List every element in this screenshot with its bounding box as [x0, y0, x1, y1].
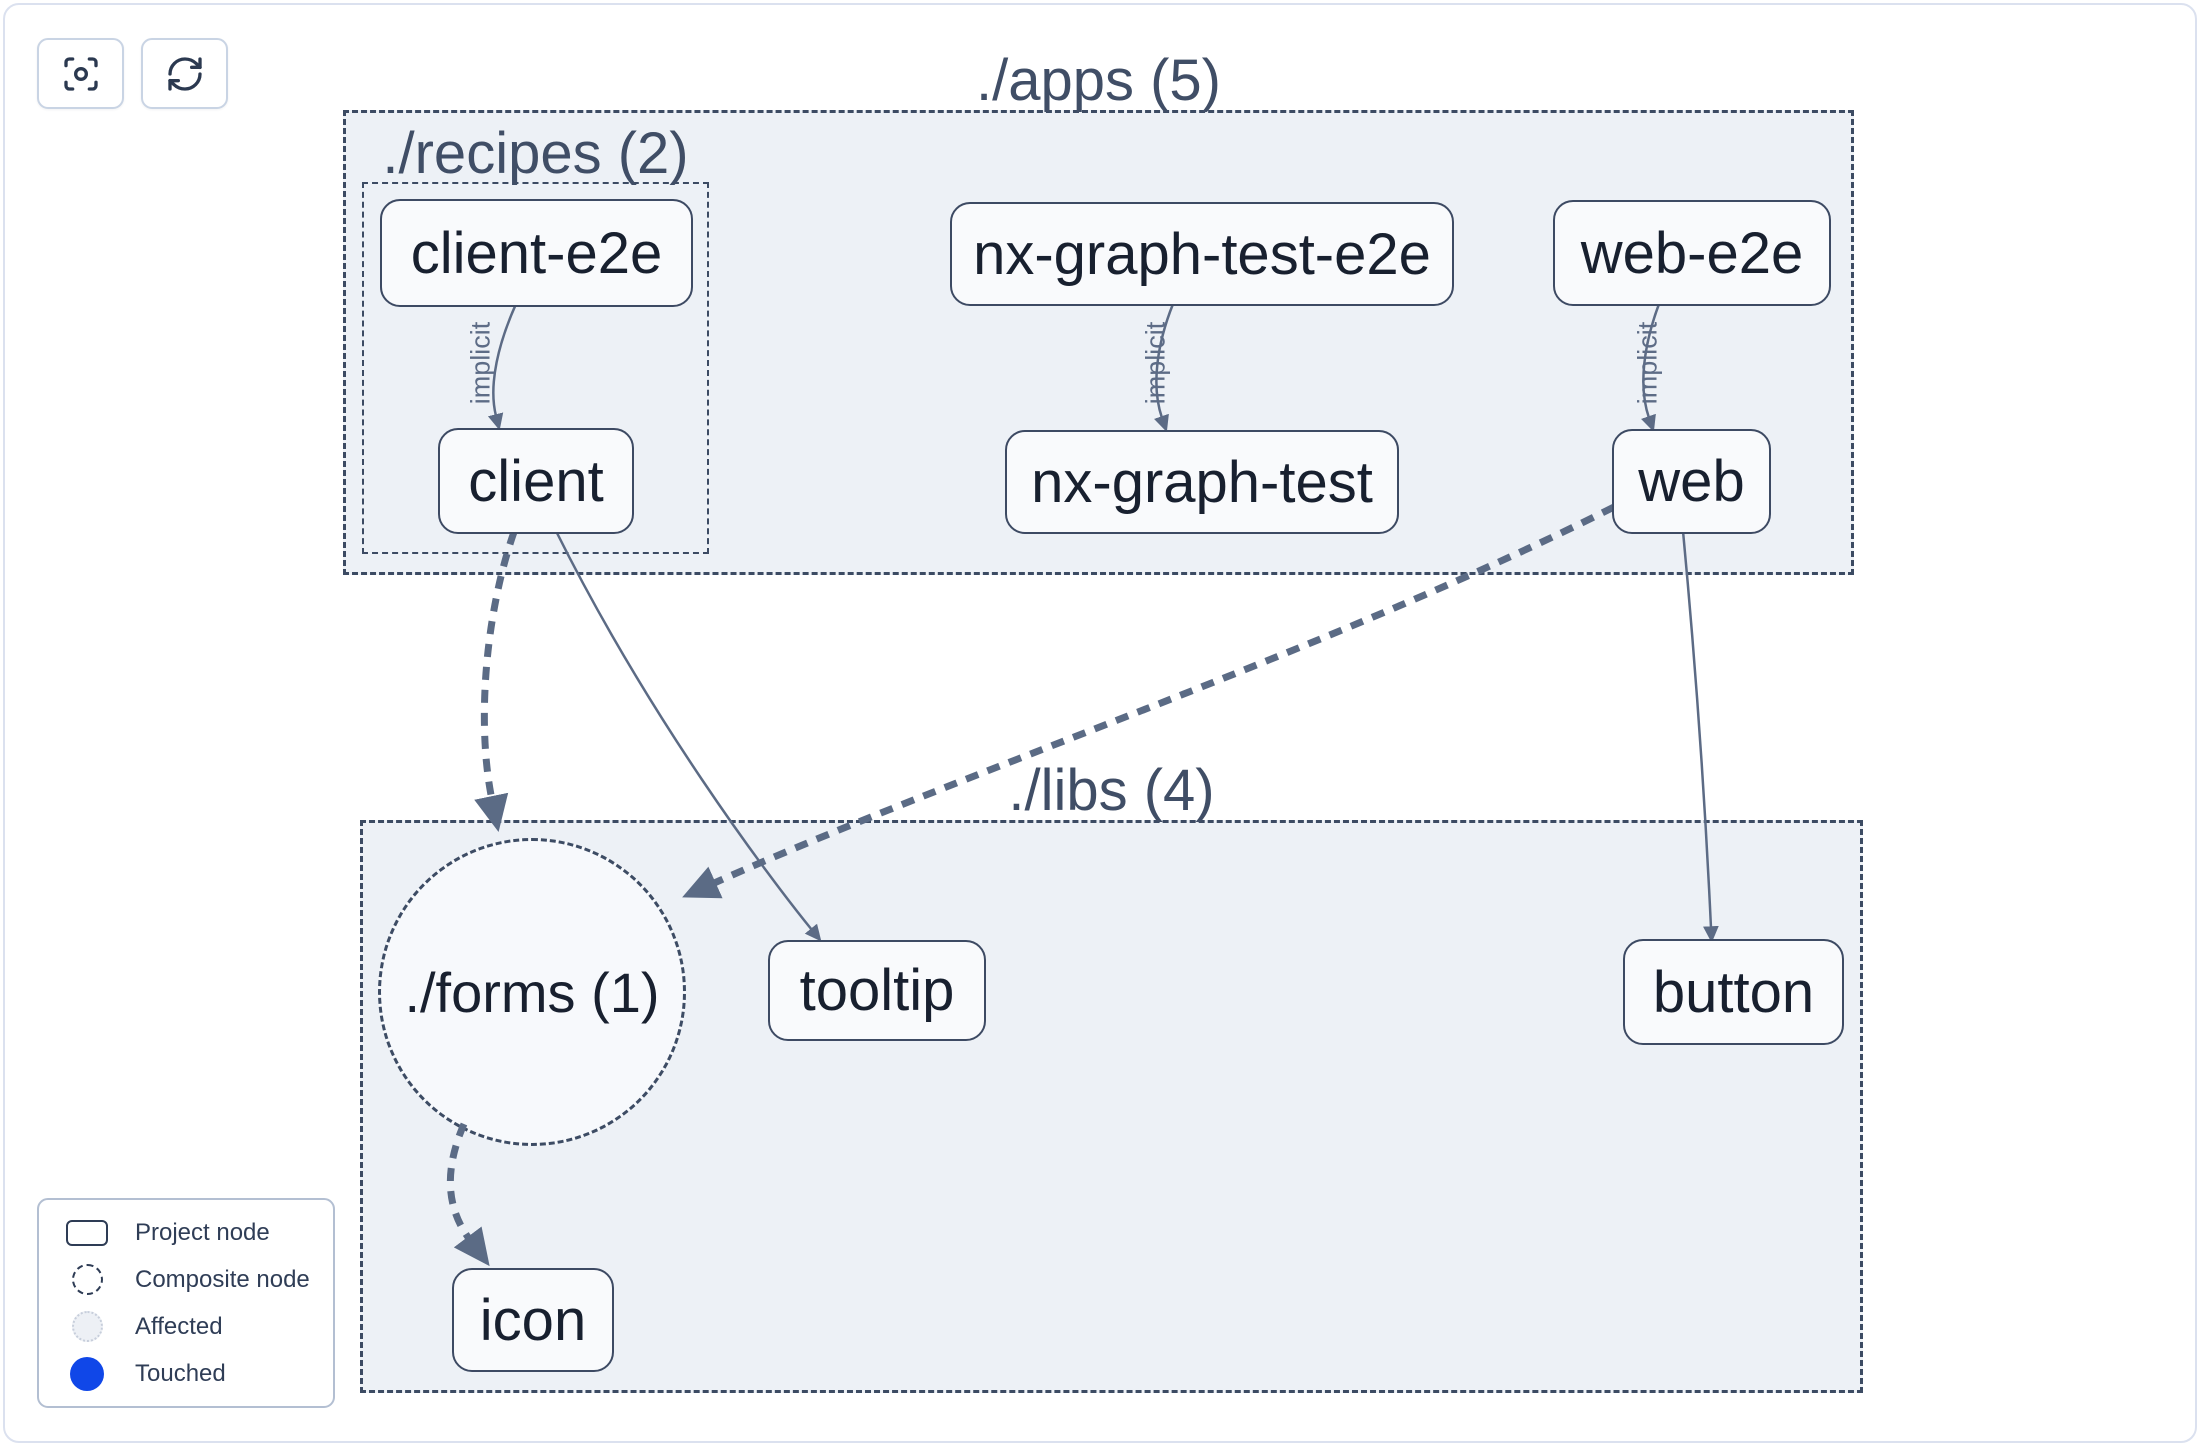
node-icon-label: icon	[479, 1287, 587, 1353]
legend-label: Project node	[135, 1218, 270, 1246]
node-nx-graph-test-e2e-label: nx-graph-test-e2e	[973, 221, 1431, 287]
node-icon[interactable]: icon	[452, 1268, 614, 1372]
node-web[interactable]: web	[1612, 429, 1771, 534]
node-forms-composite[interactable]: ./forms (1)	[378, 838, 686, 1146]
node-client-e2e-label: client-e2e	[410, 220, 663, 286]
node-tooltip-label: tooltip	[799, 958, 955, 1023]
node-web-label: web	[1638, 449, 1745, 514]
node-forms-label: ./forms (1)	[404, 960, 660, 1024]
node-nx-graph-test-label: nx-graph-test	[1031, 449, 1373, 515]
group-recipes-label: ./recipes (2)	[382, 121, 689, 186]
legend-item-affected: Affected	[39, 1303, 333, 1350]
refresh-icon	[167, 56, 202, 91]
node-button[interactable]: button	[1623, 939, 1844, 1045]
project-node-swatch	[63, 1219, 111, 1246]
edge-label-implicit: implicit	[1632, 321, 1663, 405]
legend-item-touched: Touched	[39, 1350, 333, 1397]
touched-swatch	[63, 1356, 111, 1391]
focus-button[interactable]	[37, 38, 124, 109]
legend-item-composite-node: Composite node	[39, 1256, 333, 1303]
toolbar	[37, 38, 228, 109]
legend-label: Touched	[135, 1359, 226, 1387]
node-web-e2e[interactable]: web-e2e	[1553, 200, 1831, 306]
refresh-button[interactable]	[141, 38, 228, 109]
group-recipes: ./recipes (2)	[362, 123, 709, 554]
node-button-label: button	[1652, 959, 1815, 1025]
affected-swatch	[63, 1311, 111, 1342]
node-nx-graph-test-e2e[interactable]: nx-graph-test-e2e	[950, 202, 1454, 306]
legend: Project node Composite node Affected Tou…	[37, 1198, 335, 1408]
legend-label: Affected	[135, 1312, 223, 1340]
composite-node-swatch	[63, 1264, 111, 1295]
group-libs-label: ./libs (4)	[1008, 758, 1215, 823]
group-apps-label: ./apps (5)	[976, 48, 1221, 113]
node-client-label: client	[468, 448, 604, 514]
focus-target-icon	[63, 56, 98, 91]
node-web-e2e-label: web-e2e	[1580, 220, 1804, 286]
node-client-e2e[interactable]: client-e2e	[380, 199, 693, 307]
node-tooltip[interactable]: tooltip	[768, 940, 986, 1041]
edge-label-implicit: implicit	[1140, 321, 1171, 405]
edge-label-implicit: implicit	[465, 321, 496, 405]
legend-item-project-node: Project node	[39, 1209, 333, 1256]
legend-label: Composite node	[135, 1265, 310, 1293]
node-nx-graph-test[interactable]: nx-graph-test	[1005, 430, 1399, 534]
node-client[interactable]: client	[438, 428, 634, 534]
